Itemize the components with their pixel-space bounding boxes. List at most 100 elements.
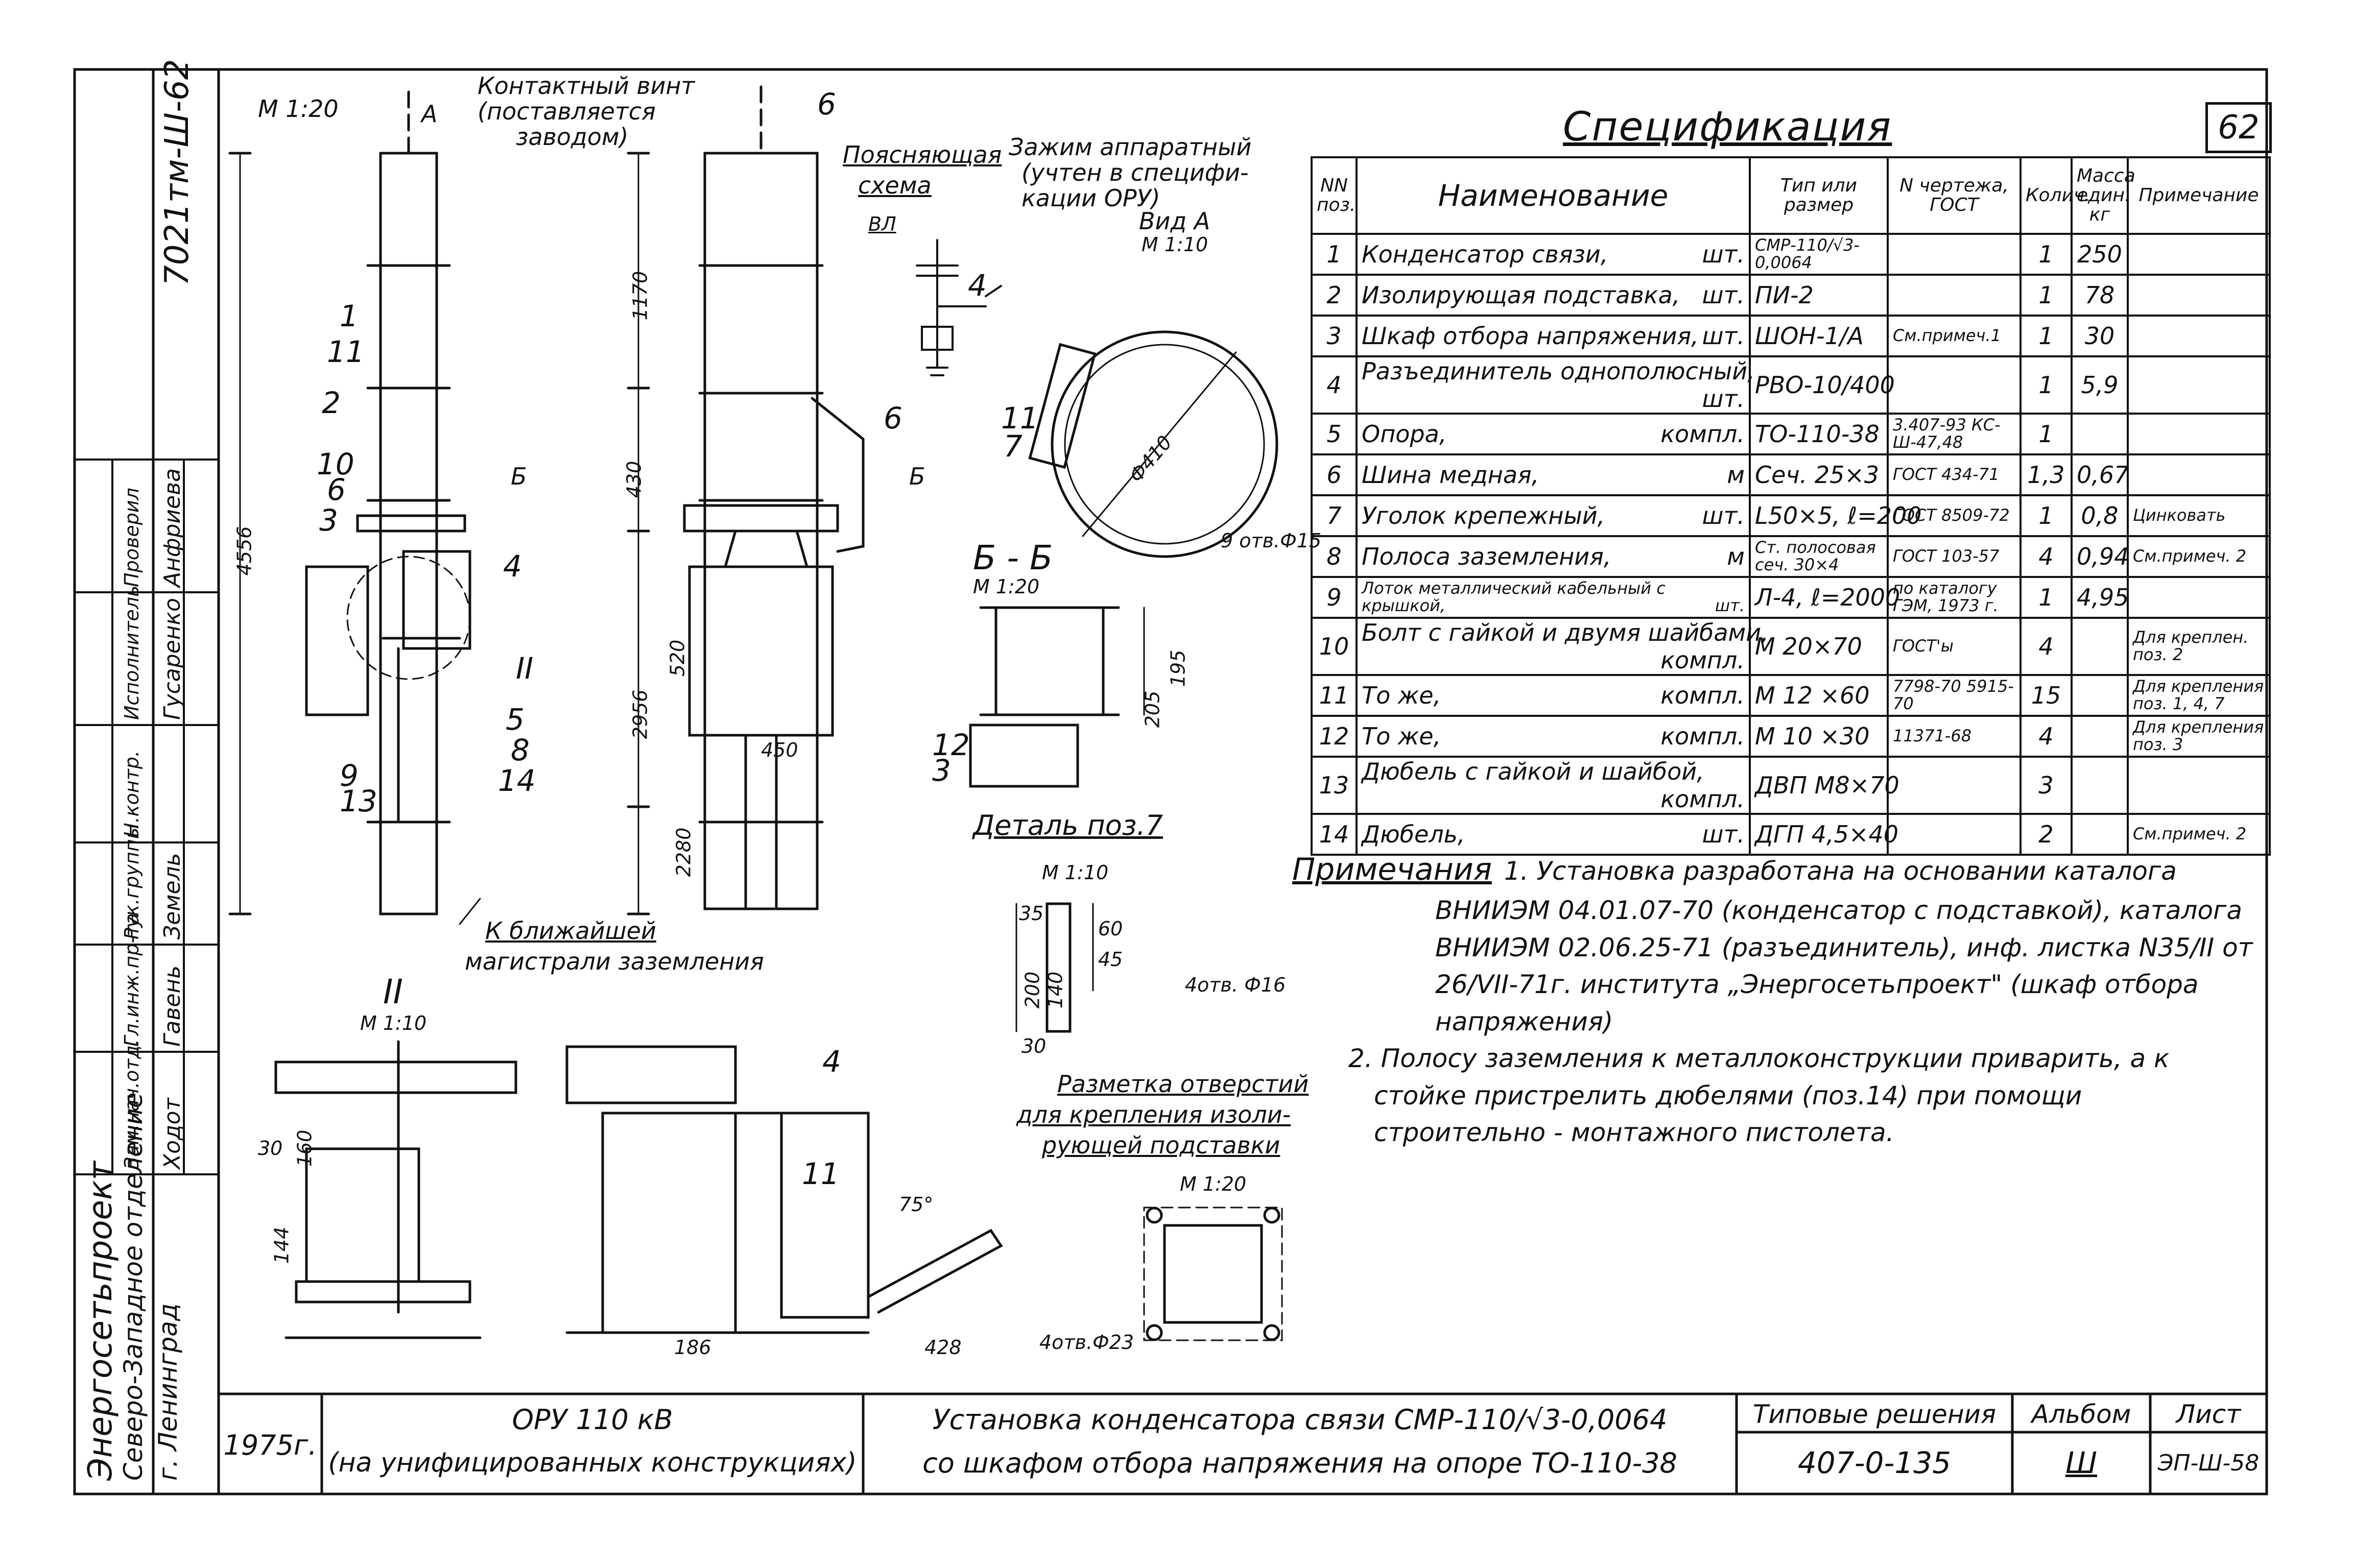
spec-cell-qty: 1	[2019, 233, 2073, 276]
spec-cell-pos: 13	[1311, 756, 1358, 815]
spec-item-name: Шкаф отбора напряжения,	[1362, 322, 1699, 350]
spec-cell-type: ШОН-1/А	[1749, 315, 1889, 357]
spec-cell-drawing: ГОСТ 8509-72	[1887, 494, 2022, 537]
contact-screw-label-2: (поставляется	[478, 98, 656, 125]
dim-2956: 2956	[629, 689, 652, 739]
notes-heading: Примечания	[1292, 852, 1492, 887]
tb-year: 1975г.	[223, 1429, 317, 1461]
detail7-holes: 4отв. Ф16	[1185, 974, 1286, 996]
spec-item-unit: компл.	[1660, 682, 1745, 709]
spec-cell-qty: 1	[2019, 413, 2073, 455]
spec-cell-mass: 5,9	[2071, 355, 2129, 415]
spec-cell-type: ПИ-2	[1749, 274, 1889, 317]
callout-14: 14	[498, 763, 536, 798]
spec-item-name: Полоса заземления,	[1362, 543, 1611, 570]
spec-cell-qty: 15	[2019, 674, 2073, 717]
contact-screw-label-3: заводом)	[516, 123, 629, 151]
sig-name: Гусаренко	[159, 598, 185, 720]
node-ii-scale: М 1:10	[360, 1012, 427, 1034]
spec-cell-note	[2127, 355, 2271, 415]
callout-10: 10	[317, 447, 354, 481]
signature-grid	[74, 459, 220, 1175]
spec-cell-drawing: ГОСТ 103-57	[1887, 535, 2022, 578]
node-ii	[274, 1040, 517, 1339]
callout-5: 5	[506, 702, 525, 737]
dim-520: 520	[666, 639, 689, 677]
spec-cell-qty: 4	[2019, 535, 2073, 578]
dim-30b: 30	[258, 1137, 283, 1160]
vl-label: ВЛ	[868, 213, 896, 235]
spec-cell-qty: 1	[2019, 494, 2073, 537]
spec-cell-name: То же,компл.	[1356, 674, 1751, 717]
spec-cell-qty: 4	[2019, 715, 2073, 758]
marking-title-2: для крепления изоли-	[1016, 1101, 1291, 1128]
spec-cell-mass: 78	[2071, 274, 2129, 317]
dim-total-height: 4556	[233, 526, 256, 576]
spec-cell-drawing	[1887, 813, 2022, 856]
spec-cell-type: СМР-110/√3-0,0064	[1749, 233, 1889, 276]
spec-cell-name: Изолирующая подставка,шт.	[1356, 274, 1751, 317]
callout-1: 1	[340, 299, 359, 333]
callout-4-schema: 4	[968, 268, 987, 303]
callout-8: 8	[511, 733, 530, 767]
spec-cell-drawing: ГОСТ 434-71	[1887, 453, 2022, 496]
spec-cell-qty: 1	[2019, 274, 2073, 317]
spec-cell-qty: 1	[2019, 576, 2073, 619]
view-a-flange	[1028, 330, 1278, 558]
spec-cell-drawing: по каталогу ГЭМ, 1973 г.	[1887, 576, 2022, 619]
spec-cell-note: Для креплен. поз. 2	[2127, 617, 2271, 676]
dim-140: 140	[1044, 971, 1067, 1009]
callout-11-lower: 11	[802, 1156, 840, 1191]
spec-cell-mass	[2071, 813, 2129, 856]
org-name: Энергосетьпроект	[82, 1161, 120, 1481]
callout-6-top: 6	[817, 87, 836, 122]
callout-4-lower: 4	[822, 1044, 841, 1079]
view-a-title: Вид А	[1139, 207, 1210, 235]
spec-cell-name: Шина медная,м	[1356, 453, 1751, 496]
spec-cell-pos: 2	[1311, 274, 1358, 317]
spec-cell-name: Конденсатор связи,шт.	[1356, 233, 1751, 276]
spec-cell-note	[2127, 233, 2271, 276]
spec-cell-mass: 0,94	[2071, 535, 2129, 578]
contact-screw-label: Контактный винт	[478, 72, 695, 100]
note-line: 2. Полосу заземления к металлоконструкци…	[1348, 1044, 2170, 1073]
spec-cell-type: Сеч. 25×3	[1749, 453, 1889, 496]
spec-cell-name: Шкаф отбора напряжения,шт.	[1356, 315, 1751, 357]
spec-item-name: Опора,	[1362, 420, 1447, 448]
spec-cell-note: Для крепления поз. 3	[2127, 715, 2271, 758]
note-line: ВНИИЭМ 02.06.25-71 (разъединитель), инф.…	[1435, 932, 2253, 962]
explanatory-schematic	[916, 239, 1002, 376]
marking-holes: 4отв.Ф23	[1039, 1331, 1134, 1354]
spec-item-unit: компл.	[1660, 646, 1745, 674]
spec-header-mass: Масса един. кг	[2071, 156, 2135, 235]
spec-cell-pos: 12	[1311, 715, 1358, 758]
spec-cell-name: Разъединитель однополюсный,шт.	[1356, 355, 1755, 415]
spec-cell-type: М 10 ×30	[1749, 715, 1889, 758]
explain-title: Поясняющая	[843, 141, 1002, 168]
spec-item-unit: м	[1727, 461, 1745, 489]
dim-30: 30	[1021, 1035, 1047, 1057]
clamp-label-2: (учтен в специфи-	[1021, 159, 1249, 186]
spec-cell-note	[2127, 453, 2271, 496]
spec-cell-pos: 11	[1311, 674, 1358, 717]
sig-role: Рук.группы	[121, 824, 143, 939]
spec-item-unit: компл.	[1660, 785, 1745, 813]
specification-table: NN поз. Наименование Тип или размер N че…	[1311, 156, 2271, 856]
spec-cell-qty: 1,3	[2019, 453, 2073, 496]
spec-item-unit: шт.	[1702, 322, 1745, 350]
dim-428: 428	[924, 1336, 962, 1359]
tb-typical-no: 407-0-135	[1797, 1445, 1952, 1480]
spec-cell-drawing	[1887, 233, 2022, 276]
spec-cell-qty: 3	[2019, 756, 2073, 815]
spec-item-unit: шт.	[1702, 240, 1745, 268]
sig-role: Проверил	[121, 488, 143, 587]
tb-album: Альбом	[2031, 1400, 2131, 1429]
